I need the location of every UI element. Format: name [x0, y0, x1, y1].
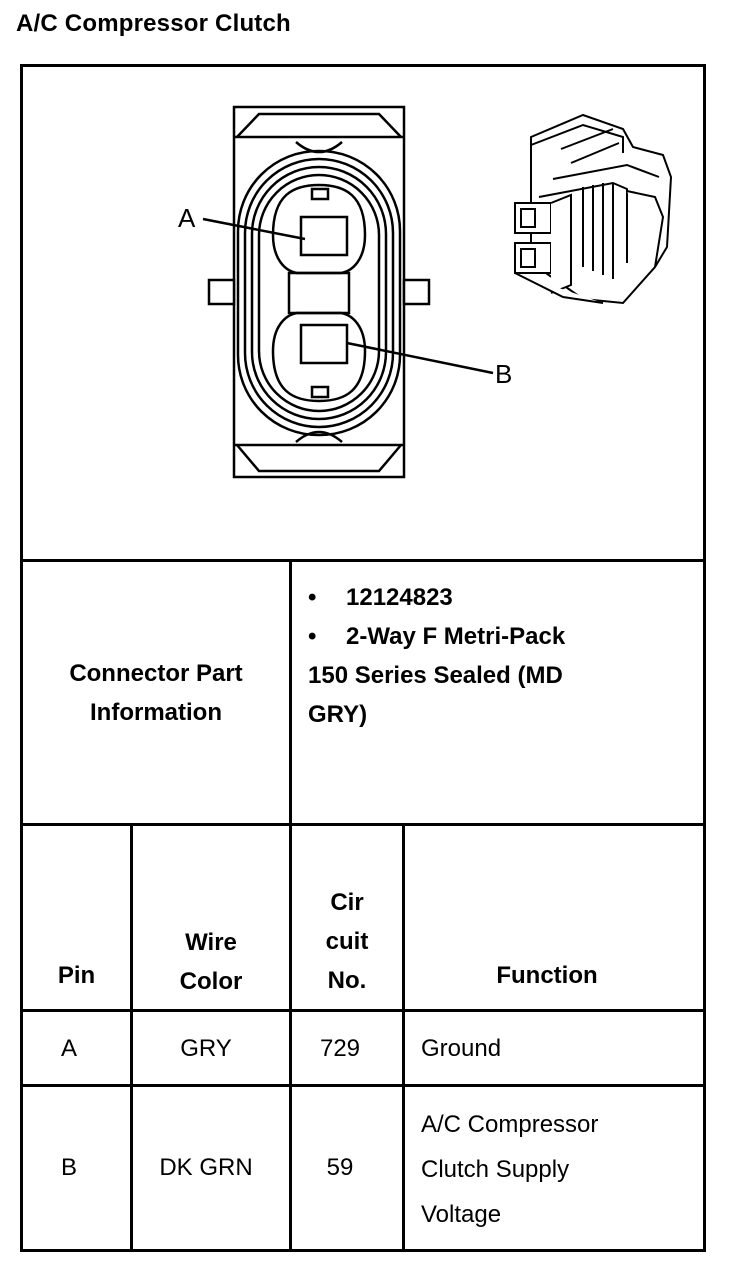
divider-col-circuit: [402, 823, 405, 1252]
pin-b-leader: [346, 341, 494, 375]
row-b-pin: B: [60, 1154, 77, 1181]
pin-a-leader: [202, 217, 306, 241]
header-circuit-no: Cir cuit No.: [292, 883, 402, 1000]
description-row: • 2-Way F Metri-Pack: [308, 617, 688, 656]
header-wire-color-2: Color: [179, 968, 243, 995]
row-a-circuit: 729: [319, 1035, 361, 1062]
pin-a-label: A: [178, 203, 196, 233]
row-a-wire-color: GRY: [180, 1035, 232, 1062]
row-b-function: A/C Compressor Clutch Supply Voltage: [421, 1102, 691, 1237]
divider-below-diagram: [20, 559, 706, 562]
connector-diagram: A B: [178, 105, 673, 479]
divider-below-part-info: [20, 823, 706, 826]
header-circuit-3: No.: [327, 967, 367, 994]
row-a-pin: A: [60, 1035, 77, 1062]
row-b-function-line2: Clutch Supply: [421, 1156, 570, 1183]
part-number: 12124823: [346, 584, 453, 611]
row-a-function: Ground: [421, 1035, 502, 1062]
connector-info-label-line2: Information: [90, 699, 222, 726]
connector-description-1: 2-Way F Metri-Pack: [346, 623, 566, 650]
row-b-function-line3: Voltage: [421, 1201, 502, 1228]
bullet: •: [308, 623, 317, 650]
connector-description-3: GRY): [308, 701, 368, 728]
divider-col-pin: [130, 823, 133, 1252]
connector-isometric-view: [514, 113, 673, 305]
bullet: •: [308, 584, 317, 611]
header-wire-color-1: Wire: [185, 929, 237, 956]
connector-info-label: Connector Part Information: [23, 654, 289, 732]
page-title: A/C Compressor Clutch: [16, 10, 291, 37]
part-number-row: • 12124823: [308, 578, 688, 617]
header-circuit-1: Cir: [330, 889, 364, 916]
connector-table-frame: [20, 64, 706, 1252]
pin-a-terminal: [299, 215, 349, 257]
divider-below-headers: [20, 1009, 706, 1012]
connector-description-2: 150 Series Sealed (MD: [308, 662, 563, 689]
header-pin: Pin: [57, 962, 96, 989]
header-circuit-2: cuit: [325, 928, 369, 955]
divider-below-row-a: [20, 1084, 706, 1087]
connector-info-label-line1: Connector Part: [69, 660, 243, 687]
row-b-circuit: 59: [326, 1154, 354, 1181]
row-b-wire-color: DK GRN: [159, 1154, 253, 1181]
connector-info-details: • 12124823 • 2-Way F Metri-Pack 150 Series…: [308, 578, 688, 734]
divider-part-info: [289, 559, 292, 825]
row-b-function-line1: A/C Compressor: [421, 1111, 599, 1138]
divider-col-wire: [289, 823, 292, 1252]
header-function: Function: [496, 962, 598, 989]
pin-b-label: B: [495, 359, 512, 389]
connector-face-front-view: [202, 105, 494, 479]
header-wire-color: Wire Color: [133, 923, 289, 1001]
